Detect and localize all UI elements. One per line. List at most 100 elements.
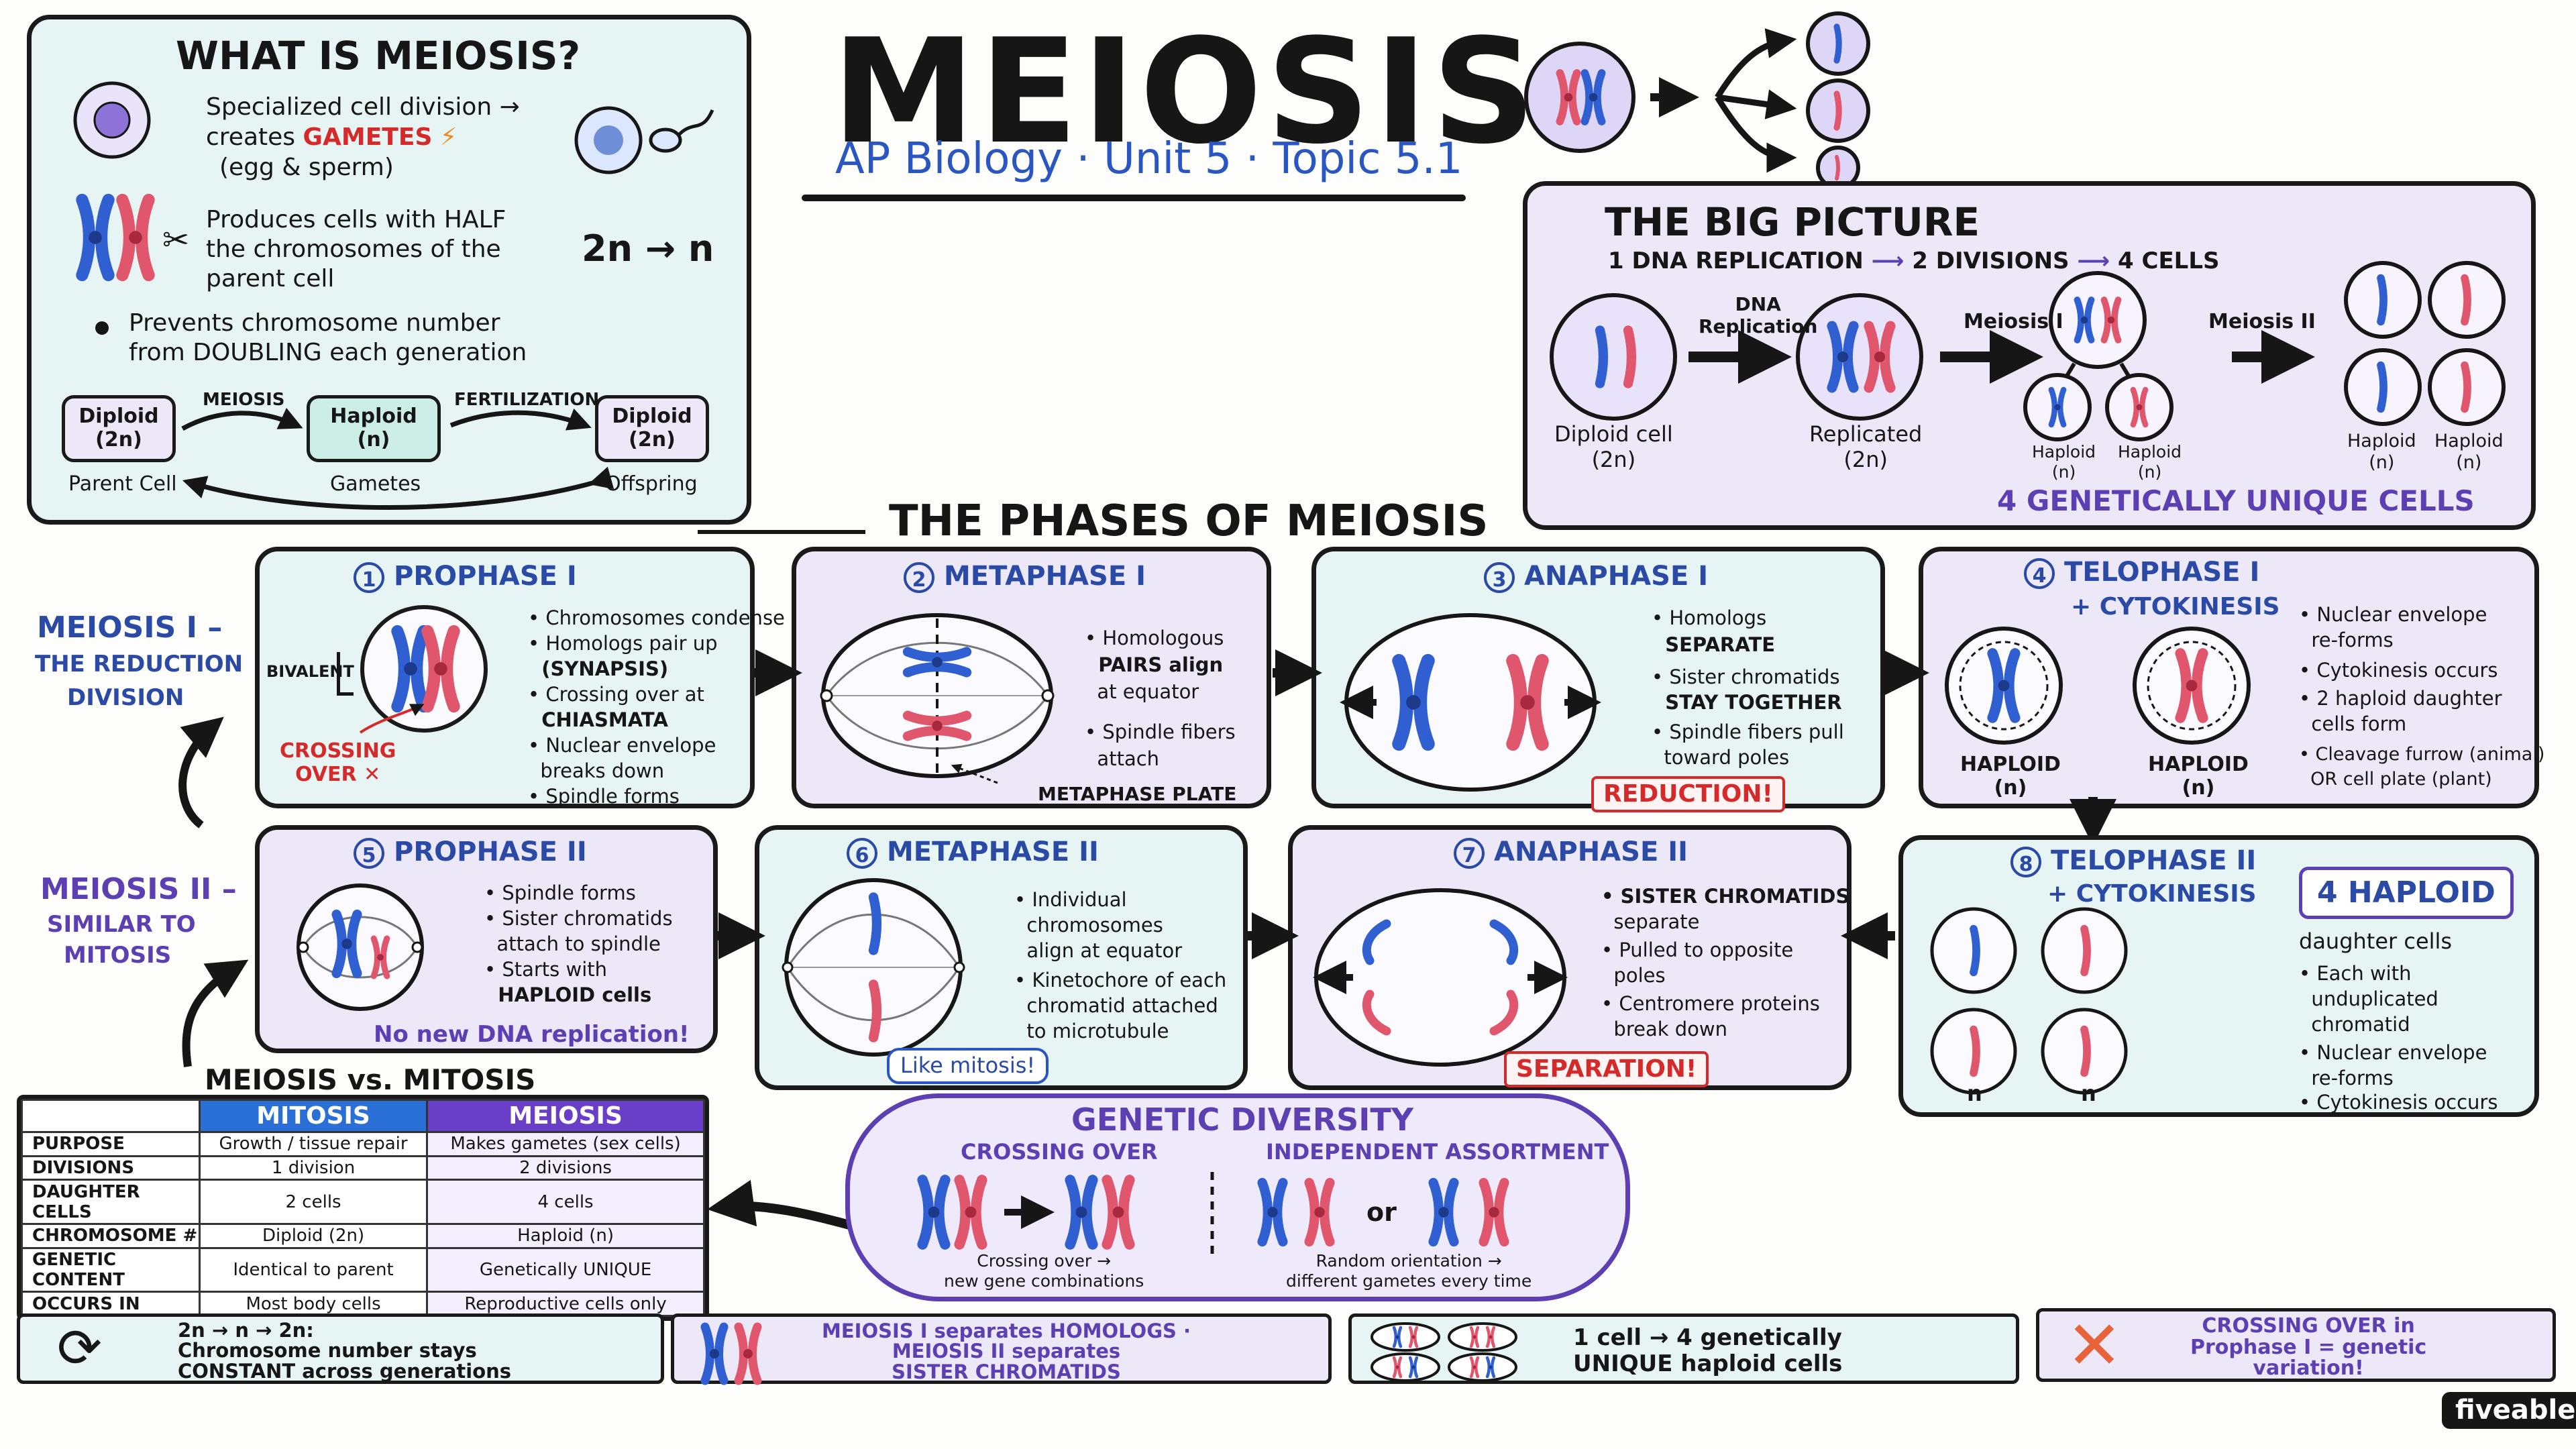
diploid-offspring-box: Diploid (2n): [595, 395, 709, 462]
phase-4-haploid-2: HAPLOID (n): [2148, 753, 2249, 800]
meiosis-1-label: Meiosis I: [1964, 310, 2063, 333]
phase-2-name: METAPHASE I: [944, 561, 1146, 592]
footer-text-1: 2n → n → 2n: Chromosome number stays CON…: [178, 1319, 512, 1383]
diversity-title: GENETIC DIVERSITY: [1071, 1102, 1414, 1138]
diversity-or: or: [1366, 1197, 1397, 1227]
phase-3-number: 3: [1484, 562, 1515, 593]
phase-8-bullet: unduplicated: [2299, 987, 2438, 1010]
phase-7-name: ANAPHASE II: [1494, 837, 1688, 867]
phase-4-bullet: • Nuclear envelope: [2299, 603, 2487, 626]
phase-8-subtitle: + CYTOKINESIS: [2047, 880, 2257, 908]
phase-8-diagram: [1930, 907, 2128, 1095]
chromosome-pair-icon: [688, 1324, 768, 1384]
phase-3-bullet: toward poles: [1652, 746, 1790, 769]
phase-6-number: 6: [847, 838, 877, 869]
phase-4-bullet: • Cleavage furrow (animal): [2299, 744, 2545, 765]
big-picture-title: THE BIG PICTURE: [1605, 199, 1980, 245]
flow-cells: 4 CELLS: [2118, 248, 2220, 274]
phase-5-bullet: • Spindle forms: [484, 881, 636, 904]
compare-header-blank: [21, 1099, 201, 1133]
phase-8-n-1: n: [1967, 1081, 1982, 1106]
phase-6-bullet: to microtubule: [1014, 1020, 1169, 1042]
phase-4-name: TELOPHASE I: [2064, 557, 2260, 588]
offspring-caption: Offspring: [605, 472, 698, 496]
big-flow: 1 DNA REPLICATION ⟶ 2 DIVISIONS ⟶ 4 CELL…: [1608, 248, 2220, 274]
row-label: DAUGHTER CELLS: [21, 1179, 201, 1225]
page-title: MEIOSIS: [832, 7, 1540, 176]
meiosis-cell: 4 cells: [426, 1179, 705, 1225]
bullet-dot: [95, 321, 109, 335]
phase-6-diagram: [782, 878, 965, 1057]
footer-text-3: 1 cell → 4 genetically UNIQUE haploid ce…: [1573, 1324, 1843, 1378]
phases-heading: THE PHASES OF MEIOSIS: [889, 496, 1489, 546]
ratio-text: 2n → n: [582, 227, 714, 270]
phase-1-bullet: breaks down: [528, 759, 665, 782]
phase-6-bullet: • Individual: [1014, 888, 1127, 911]
compare-header-meiosis: MEIOSIS: [426, 1099, 705, 1133]
phases-heading-line: [698, 530, 865, 534]
what-line1b: creates GAMETES ⚡: [206, 123, 457, 152]
haploid-caption-4: Haploid (n): [2434, 431, 2504, 473]
phase-7-bullet: • SISTER CHROMATIDS: [1601, 885, 1850, 908]
phase-7-diagram: [1313, 888, 1568, 1067]
phase-5-number: 5: [354, 838, 384, 869]
mitosis-cell: Most body cells: [198, 1291, 429, 1317]
what-line1c: (egg & sperm): [219, 154, 394, 181]
phase-3-bullet: • Sister chromatids: [1652, 665, 1840, 688]
phase-7-bullet: separate: [1601, 910, 1700, 933]
phase-4-bullet: re-forms: [2299, 629, 2394, 651]
four-cells-icon: [1371, 1322, 1517, 1382]
meiosis-cell: 2 divisions: [426, 1155, 705, 1181]
diversity-diagram: [850, 1172, 1635, 1259]
footer-box-4: ✕ CROSSING OVER in Prophase I = genetic …: [2036, 1306, 2556, 1385]
phase-1-bullet: • Nuclear envelope: [528, 734, 716, 757]
what-line3b: from DOUBLING each generation: [129, 339, 527, 366]
meiosis-arrow-label: MEIOSIS: [203, 390, 285, 410]
phase-1-name: PROPHASE I: [394, 561, 577, 592]
phase-8-bullet: chromatid: [2299, 1013, 2410, 1036]
what-line1a: Specialized cell division →: [206, 93, 520, 121]
flow-divisions: 2 DIVISIONS: [1912, 248, 2070, 274]
phase-5-bullet: attach to spindle: [484, 932, 661, 955]
what-line2a: Produces cells with HALF: [206, 206, 506, 233]
meiosis-2-side-b: SIMILAR TO: [47, 911, 196, 938]
phase-2-diagram: [820, 613, 1055, 784]
phase-1-bullet: • Homologs pair up: [528, 632, 718, 655]
mitosis-cell: Identical to parent: [198, 1246, 429, 1293]
crossing-icon: ✕: [2066, 1306, 2123, 1385]
phase-4-bullet: • Cytokinesis occurs: [2299, 659, 2498, 682]
phase-4-diagram: [1945, 627, 2251, 745]
egg-cell-icon: [73, 81, 151, 159]
chromosome-pair-icon: ✂: [68, 187, 189, 288]
meiosis-cell: Reproductive cells only: [426, 1291, 705, 1317]
cycle-arrows: [181, 407, 614, 510]
what-line2b: the chromosomes of the: [206, 235, 501, 263]
flow-arrow-icon: ⟶: [2077, 248, 2118, 274]
phase-2-bullet: attach: [1085, 747, 1160, 770]
compare-header-row: MITOSIS MEIOSIS: [21, 1099, 705, 1133]
phase-4-bullet: OR cell plate (plant): [2299, 769, 2492, 790]
phase-8-bullet: daughter cells: [2299, 928, 2453, 954]
phase-6-title: 6 METAPHASE II: [847, 837, 1099, 869]
row-label: CHROMOSOME #: [21, 1223, 201, 1249]
phase-2-bullet: at equator: [1085, 680, 1199, 703]
phase-4-number: 4: [2024, 558, 2055, 589]
meiosis-1-side-c: DIVISION: [67, 684, 184, 711]
four-haploid-badge: 4 HAPLOID: [2299, 867, 2514, 919]
phase-1-bullet: • Chromosomes condense: [528, 606, 785, 629]
phase-6-name: METAPHASE II: [887, 837, 1099, 867]
compare-header-mitosis: MITOSIS: [198, 1099, 429, 1133]
phase-3-bullet: STAY TOGETHER: [1652, 691, 1842, 714]
phase-3-bullet: • Homologs: [1652, 606, 1767, 629]
independent-assortment-caption: Random orientation → different gametes e…: [1286, 1251, 1532, 1291]
footer-box-2: MEIOSIS I separates HOMOLOGS · MEIOSIS I…: [671, 1313, 1332, 1384]
